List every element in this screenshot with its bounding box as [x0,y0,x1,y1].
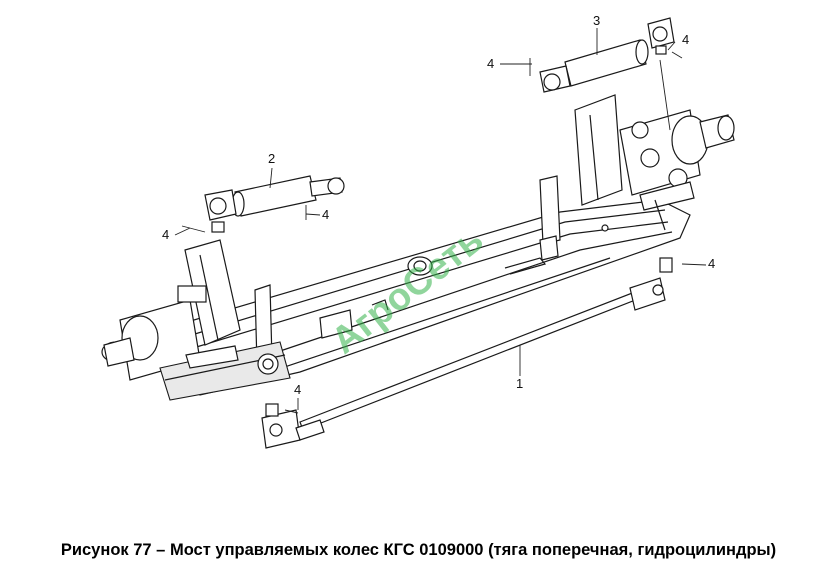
callout-2: 2 [268,151,275,166]
left-hub [101,239,291,401]
callout-1: 1 [516,376,523,391]
callout-4-e: 4 [708,256,715,271]
callout-4-d: 4 [162,227,169,242]
callout-4-c: 4 [322,207,329,222]
callout-labels: 1 2 3 4 4 4 4 4 4 [162,13,715,397]
tie-rod [261,257,673,449]
leader-lines [174,28,707,414]
callout-4-f: 4 [294,382,301,397]
hydraulic-cylinder-2 [204,175,345,233]
callout-3: 3 [593,13,600,28]
callout-4-a: 4 [487,56,494,71]
callout-4-b: 4 [682,32,689,47]
hydraulic-cylinder-3 [539,17,675,93]
right-hub [574,94,735,231]
figure-caption: Рисунок 77 – Мост управляемых колес КГС … [60,541,777,559]
